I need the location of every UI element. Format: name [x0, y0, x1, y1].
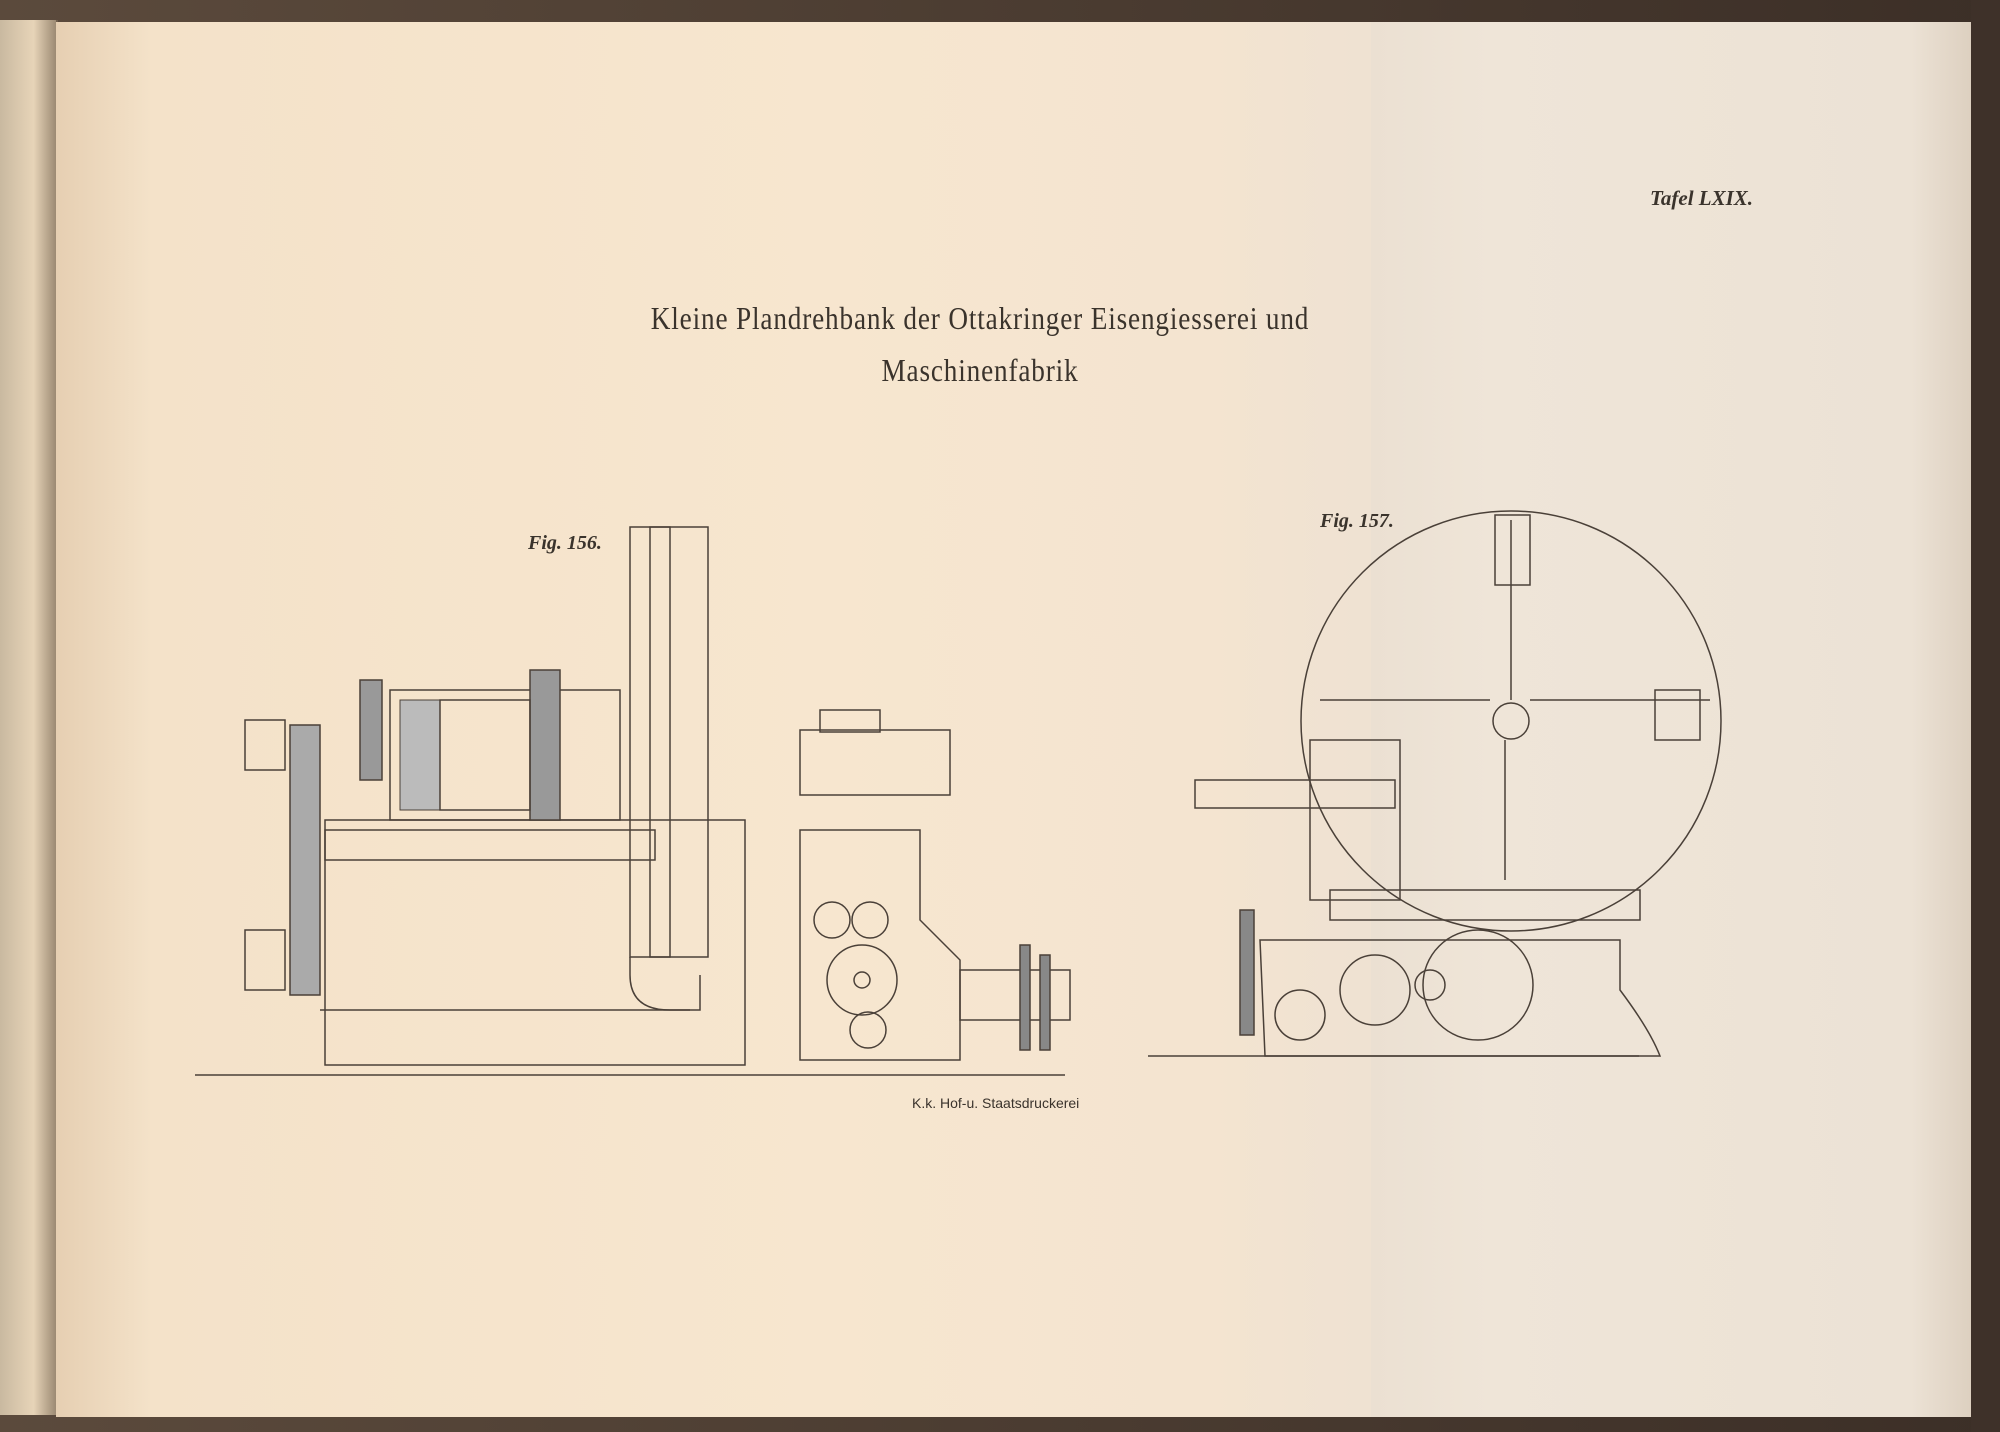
- plate-number: Tafel LXIX.: [1650, 186, 1754, 210]
- figure-156-label: Fig. 156.: [528, 532, 602, 554]
- figure-157-drawing: [1148, 510, 1722, 1057]
- figure-157-label: Fig. 157.: [1320, 510, 1394, 532]
- plate-title-line2: Maschinenfabrik: [881, 352, 1079, 388]
- right-background: [1971, 0, 2000, 1432]
- plate-title-line1: Kleine Plandrehbank der Ottakringer Eise…: [650, 300, 1310, 336]
- printer-imprint: K.k. Hof-u. Staatsdruckerei: [912, 1095, 1080, 1111]
- foldout-panel: [1371, 22, 1971, 1417]
- figure-156-drawing: [195, 526, 1071, 1076]
